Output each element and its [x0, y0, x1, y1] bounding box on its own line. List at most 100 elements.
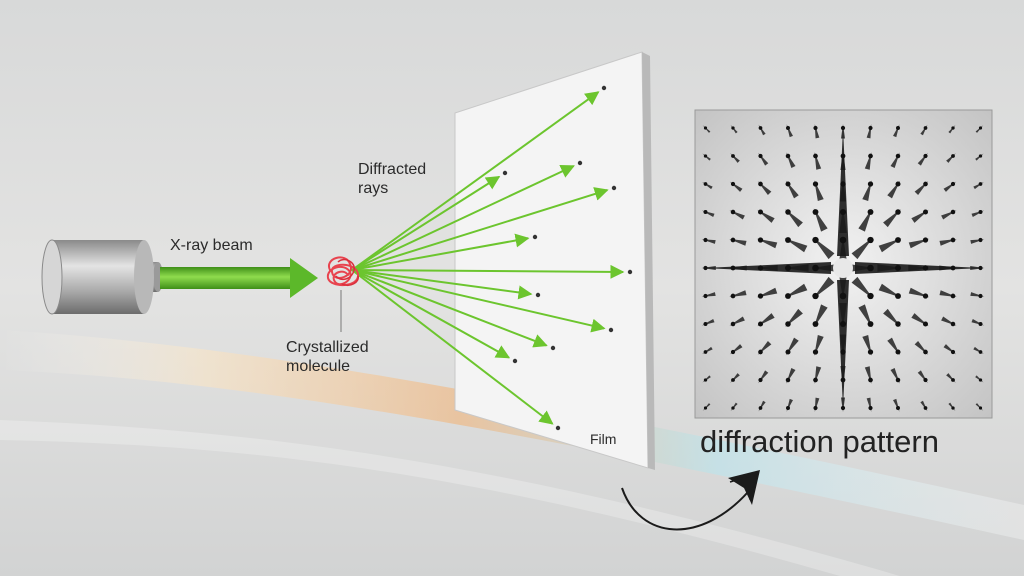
- pattern-spot: [867, 181, 874, 187]
- pattern-spot: [785, 293, 791, 299]
- pattern-spot: [951, 406, 955, 410]
- pattern-spot: [978, 293, 983, 299]
- pattern-streak: [812, 276, 835, 299]
- crystallized-molecule-label: Crystallized molecule: [286, 339, 369, 375]
- pattern-spot: [758, 153, 763, 159]
- pattern-spot: [840, 321, 846, 327]
- pattern-spot: [785, 181, 791, 187]
- film-spot: [601, 85, 607, 91]
- pattern-spot: [868, 153, 873, 159]
- pattern-spot: [758, 126, 763, 130]
- pattern-spot: [839, 292, 847, 300]
- pattern-spot: [731, 378, 735, 382]
- pattern-spot: [703, 322, 708, 326]
- pattern-spot: [785, 321, 791, 327]
- pattern-spot: [813, 153, 818, 159]
- pattern-spot: [703, 126, 708, 130]
- pattern-spot: [895, 181, 901, 187]
- pattern-spot: [896, 126, 900, 130]
- diffracted-ray: [351, 164, 575, 271]
- pattern-spot: [785, 153, 791, 159]
- pattern-spot: [813, 405, 818, 411]
- rainbow-streak: [0, 330, 1024, 540]
- pattern-spot: [923, 406, 928, 410]
- film-spot: [611, 185, 617, 191]
- pattern-spot: [703, 237, 708, 243]
- diffraction-pattern-image: [694, 109, 993, 419]
- pattern-spot: [867, 349, 874, 355]
- xray-source-icon: [41, 239, 163, 315]
- pattern-spot: [812, 181, 819, 187]
- curved-arrow-icon: [621, 470, 760, 531]
- pattern-spot: [950, 321, 956, 327]
- pattern-spot: [867, 209, 874, 215]
- pattern-spot: [812, 292, 819, 300]
- pattern-spot: [950, 181, 956, 187]
- pattern-spot: [730, 181, 736, 187]
- rainbow-streak-lower: [0, 420, 900, 576]
- pattern-spot: [978, 350, 983, 354]
- pattern-spot: [813, 125, 818, 131]
- pattern-spot: [950, 349, 956, 355]
- film-panel-shadow: [642, 52, 655, 470]
- pattern-spot: [868, 377, 873, 383]
- pattern-spot: [758, 406, 763, 410]
- pattern-spot: [812, 321, 819, 327]
- pattern-spot: [923, 181, 928, 187]
- pattern-spot: [978, 182, 983, 186]
- pattern-spot: [730, 265, 736, 271]
- pattern-spot: [757, 209, 764, 215]
- pattern-spot: [950, 237, 956, 243]
- pattern-spot: [978, 154, 983, 158]
- pattern-spot: [731, 126, 735, 130]
- pattern-spot: [840, 181, 846, 187]
- diffraction-pattern-label: diffraction pattern: [700, 424, 939, 459]
- pattern-spot: [757, 293, 764, 299]
- pattern-spot: [951, 126, 955, 130]
- diffracted-ray: [351, 269, 548, 348]
- pattern-spot: [895, 377, 901, 383]
- pattern-spot: [867, 236, 874, 244]
- pattern-streak: [851, 237, 874, 260]
- pattern-axis-streak: [703, 262, 831, 274]
- pattern-spot: [703, 182, 708, 186]
- pattern-spot: [867, 264, 874, 272]
- pattern-spot: [895, 153, 901, 159]
- film-spot: [550, 345, 556, 351]
- pattern-spot: [812, 349, 819, 355]
- pattern-spot: [703, 350, 708, 354]
- pattern-spot: [951, 378, 955, 382]
- pattern-spot: [950, 209, 956, 215]
- pattern-axis-streak: [855, 262, 983, 274]
- pattern-spot: [978, 210, 983, 214]
- pattern-spot: [703, 265, 708, 271]
- xray-beam-label: X-ray beam: [170, 237, 253, 254]
- pattern-spot: [922, 209, 929, 215]
- pattern-spot: [978, 378, 983, 382]
- pattern-spot: [895, 349, 901, 355]
- pattern-spot: [895, 237, 901, 243]
- pattern-spot: [868, 405, 873, 411]
- pattern-spot: [867, 292, 874, 300]
- pattern-spot: [895, 209, 901, 215]
- molecule-icon: [326, 256, 359, 332]
- pattern-spot: [978, 265, 983, 271]
- diffracted-ray: [351, 175, 501, 271]
- pattern-spot: [730, 237, 736, 243]
- film-spot: [502, 170, 508, 176]
- pattern-spot: [840, 125, 846, 131]
- pattern-spot: [840, 153, 846, 159]
- pattern-spot: [895, 321, 901, 327]
- pattern-spot: [922, 321, 929, 327]
- film-spot: [555, 425, 561, 431]
- pattern-spot: [950, 265, 956, 271]
- pattern-spot: [703, 210, 708, 214]
- pattern-spot: [896, 406, 900, 410]
- pattern-axis-streak: [837, 280, 849, 408]
- pattern-spot: [812, 209, 819, 215]
- pattern-spot: [812, 264, 819, 272]
- pattern-axis-streak: [837, 128, 849, 256]
- pattern-spot: [840, 349, 846, 355]
- diffracted-ray: [351, 91, 600, 271]
